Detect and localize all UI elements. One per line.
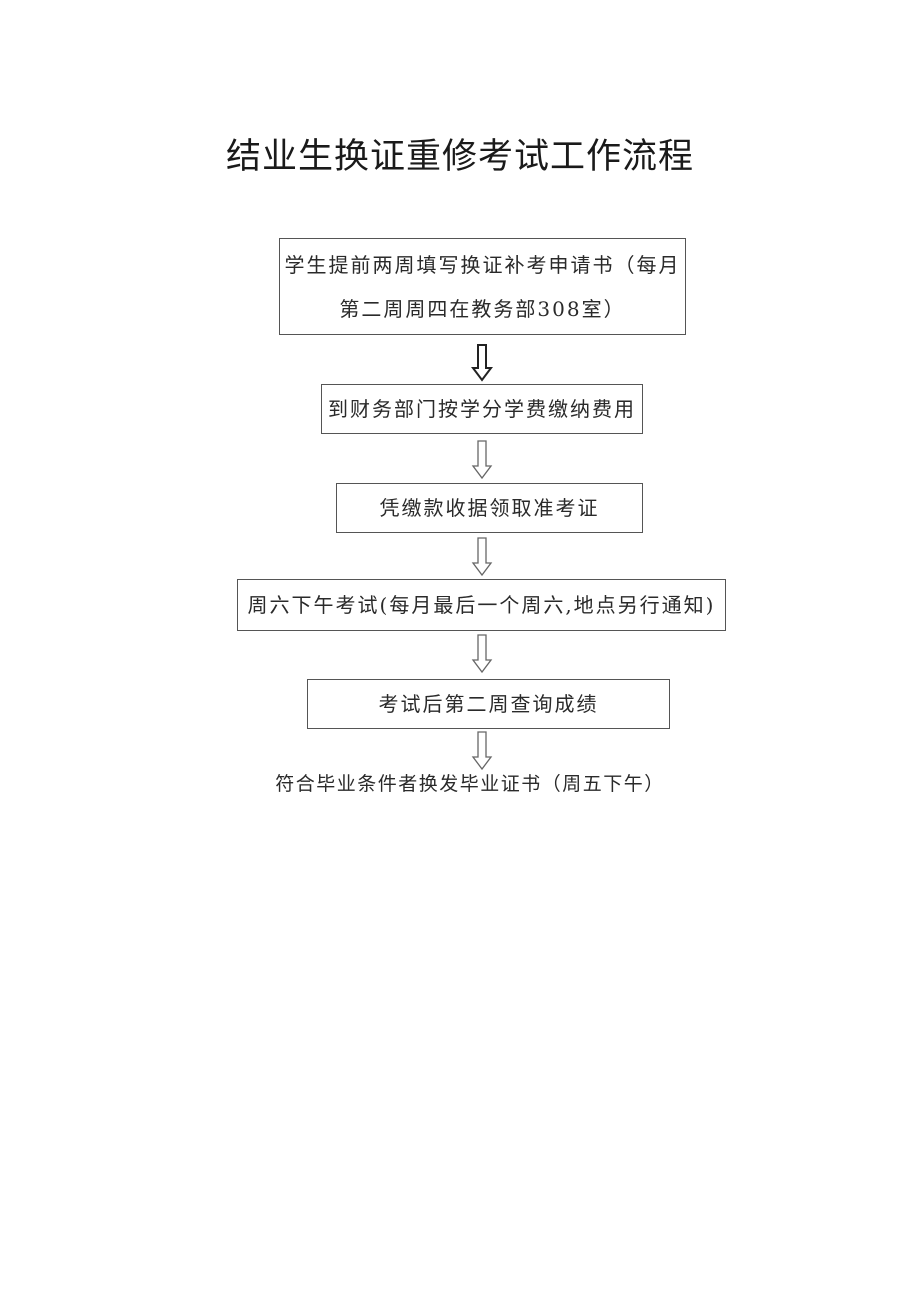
flow-step-collect-admission-ticket-label: 凭缴款收据领取准考证 — [379, 496, 600, 520]
flow-step-collect-admission-ticket: 凭缴款收据领取准考证 — [336, 483, 643, 533]
flow-step-exam: 周六下午考试(每月最后一个周六,地点另行通知) — [237, 579, 726, 631]
flow-step-pay-fees-label: 到财务部门按学分学费缴纳费用 — [328, 397, 636, 421]
flow-step-apply: 学生提前两周填写换证补考申请书（每月 第二周周四在教务部308室） — [279, 238, 686, 335]
down-arrow-icon — [471, 344, 493, 382]
down-arrow-icon — [471, 440, 493, 480]
flow-step-apply-line2: 第二周周四在教务部308室） — [339, 296, 626, 321]
down-arrow-icon — [471, 634, 493, 674]
flow-step-check-results-label: 考试后第二周查询成绩 — [378, 692, 599, 716]
down-arrow-icon — [471, 537, 493, 577]
flow-final-step: 符合毕业条件者换发毕业证书（周五下午） — [275, 773, 665, 795]
page-title: 结业生换证重修考试工作流程 — [225, 137, 694, 177]
flow-step-pay-fees: 到财务部门按学分学费缴纳费用 — [321, 384, 643, 434]
flow-step-check-results: 考试后第二周查询成绩 — [307, 679, 670, 729]
down-arrow-icon — [471, 731, 493, 771]
flow-step-apply-line1: 学生提前两周填写换证补考申请书（每月 — [284, 252, 681, 277]
flow-step-exam-label: 周六下午考试(每月最后一个周六,地点另行通知) — [247, 593, 716, 617]
